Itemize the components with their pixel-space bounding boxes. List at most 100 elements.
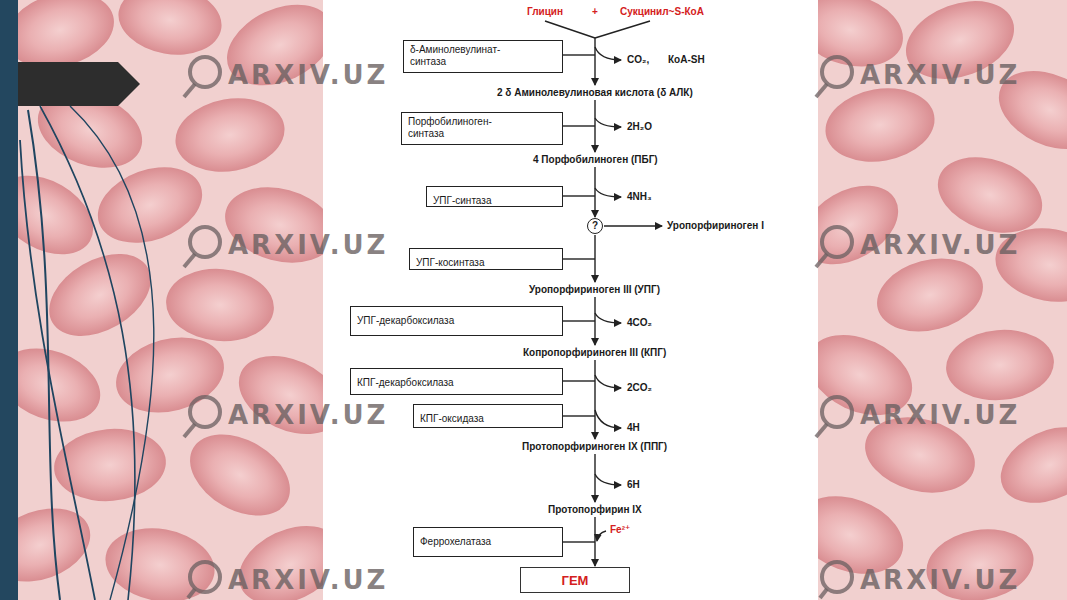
enzyme-box: Феррохелатаза xyxy=(413,527,563,557)
unknown-circle: ? xyxy=(587,218,603,234)
deco-curve xyxy=(20,140,95,600)
enzyme-box: УПГ-синтаза xyxy=(426,186,563,207)
watermark: ARXIV.UZ xyxy=(860,400,1020,430)
enzyme-link xyxy=(563,54,595,55)
node-text: ? xyxy=(592,221,598,231)
product-label: CO₂, xyxy=(627,54,649,66)
metabolite-label: Протопорфирин IX xyxy=(545,504,645,516)
node-text: Порфобилиноген-синтаза xyxy=(408,116,508,140)
blood-cell xyxy=(113,0,227,63)
watermark: ARXIV.UZ xyxy=(860,230,1020,260)
magnifier-icon xyxy=(816,84,827,97)
pathway-arrow xyxy=(604,225,662,226)
magnifier-icon xyxy=(822,397,852,427)
reactant-line xyxy=(545,21,595,38)
product-arrow xyxy=(595,375,621,388)
watermark: ARXIV.UZ xyxy=(228,400,388,430)
node-text: УПГ-косинтаза xyxy=(416,257,485,269)
magnifier-icon xyxy=(188,589,195,598)
enzyme-box: КПГ-декарбоксилаза xyxy=(350,368,563,395)
blood-cell xyxy=(87,154,212,257)
product-box: ГЕМ xyxy=(520,567,630,593)
blood-cell xyxy=(100,520,221,600)
product-label: 4H xyxy=(627,422,640,434)
blood-cell xyxy=(176,418,305,533)
magnifier-icon xyxy=(184,84,195,97)
magnifier-icon xyxy=(822,57,852,87)
watermark: ARXIV.UZ xyxy=(860,565,1020,595)
node-text: КПГ-оксидаза xyxy=(420,413,484,425)
deco-curve xyxy=(28,110,60,600)
blood-cell xyxy=(943,325,1057,404)
blood-cell xyxy=(35,237,165,353)
side-bar xyxy=(0,0,18,600)
enzyme-link xyxy=(563,320,595,321)
metabolite-label: Уропорфириноген III (УПГ) xyxy=(526,284,663,296)
blood-cell xyxy=(869,247,991,343)
watermark: ARXIV.UZ xyxy=(228,565,388,595)
node-text: КПГ-декарбоксилаза xyxy=(357,377,454,389)
blood-cell xyxy=(163,264,277,345)
enzyme-link xyxy=(563,415,595,416)
product-label: 2H₂O xyxy=(627,121,652,133)
magnifier-icon xyxy=(184,424,195,437)
blood-cell xyxy=(170,90,291,180)
pathway-arrow xyxy=(594,38,595,85)
enzyme-link xyxy=(563,258,595,259)
magnifier-icon xyxy=(190,562,220,592)
product-label: 2CO₂ xyxy=(627,382,652,394)
node-text: Феррохелатаза xyxy=(420,536,491,548)
magnifier-icon xyxy=(184,254,195,267)
watermark: ARXIV.UZ xyxy=(228,230,388,260)
reactant-label: Глицин xyxy=(527,6,563,18)
watermark: ARXIV.UZ xyxy=(860,60,1020,90)
magnifier-icon xyxy=(190,397,220,427)
product-arrow xyxy=(595,313,621,323)
deco-curve xyxy=(70,106,154,600)
product-label: КоА-SH xyxy=(668,54,705,66)
product-label: Уропорфириноген I xyxy=(667,220,764,232)
blood-cell xyxy=(820,80,941,170)
enzyme-box: УПГ-косинтаза xyxy=(409,248,563,270)
product-label: 4CO₂ xyxy=(627,317,652,329)
pathway-arrow xyxy=(594,167,595,217)
enzyme-box: КПГ-оксидаза xyxy=(413,404,563,428)
deco-curve xyxy=(40,106,135,600)
enzyme-link xyxy=(563,541,595,542)
cofactor-arrow xyxy=(597,531,606,541)
magnifier-icon xyxy=(822,562,852,592)
product-arrow xyxy=(595,118,621,127)
node-text: ГЕМ xyxy=(562,573,589,588)
enzyme-box: УПГ-декарбоксилаза xyxy=(350,306,563,336)
pathway-arrow xyxy=(594,360,595,439)
product-arrow xyxy=(595,47,621,60)
blood-cell xyxy=(51,424,169,505)
enzyme-link xyxy=(563,125,595,126)
node-text: δ-Аминолевулинат-синтаза xyxy=(410,44,520,68)
pentagon-tab xyxy=(18,62,140,106)
white-panel xyxy=(323,0,818,600)
enzyme-box: Порфобилиноген-синтаза xyxy=(401,112,563,145)
magnifier-icon xyxy=(816,254,827,267)
magnifier-icon xyxy=(820,589,827,598)
reactant-label: Fe²⁺ xyxy=(610,524,630,536)
metabolite-label: 2 δ Аминолевулиновая кислота (δ АЛК) xyxy=(494,87,696,99)
reactant-line xyxy=(595,21,650,38)
node-text: УПГ-синтаза xyxy=(433,195,491,207)
product-arrow xyxy=(595,188,621,197)
enzyme-box: δ-Аминолевулинат-синтаза xyxy=(403,40,563,73)
product-arrow xyxy=(595,474,621,485)
enzyme-link xyxy=(563,380,595,381)
product-label: 6H xyxy=(627,479,640,491)
pathway-arrow xyxy=(594,454,595,502)
magnifier-icon xyxy=(816,424,827,437)
node-text: УПГ-декарбоксилаза xyxy=(357,315,454,327)
metabolite-label: Протопорфириноген IX (ППГ) xyxy=(519,441,670,453)
enzyme-link xyxy=(563,195,595,196)
magnifier-icon xyxy=(822,227,852,257)
blood-cell xyxy=(108,326,233,424)
magnifier-icon xyxy=(190,227,220,257)
magnifier-icon xyxy=(190,57,220,87)
